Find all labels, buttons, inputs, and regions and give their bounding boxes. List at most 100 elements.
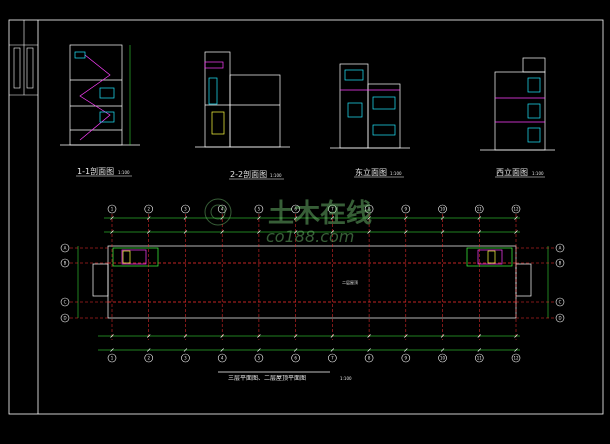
axis-bubble-right-A: A [516,243,565,253]
dim-tick [404,230,408,234]
axis-bubble-top-6: 6 [291,204,300,214]
dim-tick [367,334,371,338]
dim-tick [514,348,518,352]
watermark-brand: 土木在线 [268,199,372,229]
dim-tick [477,334,481,338]
axis-bubble-bottom-8: 8 [364,353,374,363]
axis-bubble-label: 10 [440,206,446,211]
dim-tick [293,216,298,220]
axis-bubble-label: 2 [147,206,150,211]
axis-bubble-label: B [64,260,67,265]
axis-bubble-bottom-12: 12 [511,353,521,363]
axis-bubble-label: 8 [368,206,371,211]
dim-tick [367,348,371,352]
east-elevation-title: 东立面图 [355,167,387,177]
watermark-url: co188.com [266,227,354,246]
dim-tick [477,348,481,352]
dim-tick [404,216,408,220]
dim-tick [110,230,114,234]
dim-tick [293,334,298,338]
axis-bubble-bottom-4: 4 [217,353,227,363]
plan-axis-lines [111,214,517,340]
axis-bubble-label: 7 [331,355,334,360]
dim-tick [220,334,224,338]
axis-bubble-left-C: C [60,297,108,307]
axis-bubble-top-11: 11 [474,204,484,214]
watermark: 土木在线 co188.com [204,198,372,246]
dim-tick [147,230,151,234]
east-elevation-drawing [330,63,410,149]
axis-bubble-top-3: 3 [181,204,190,214]
dim-tick [220,216,224,220]
dim-tick [330,216,335,220]
drawing-frame [8,19,604,415]
section-1-1-drawing [60,44,140,146]
dim-tick [147,334,151,338]
axis-bubble-label: 6 [294,355,297,360]
axis-bubble-bottom-7: 7 [328,353,337,363]
axis-bubble-top-2: 2 [144,204,154,214]
section-1-1-title: 1-1剖面图 [77,166,114,176]
axis-bubble-label: 8 [368,355,371,360]
axis-bubble-label: 10 [440,355,446,360]
dim-tick [257,334,261,338]
axis-bubble-bottom-10: 10 [438,353,447,363]
dim-tick [404,348,408,352]
axis-bubble-label: 3 [184,206,187,211]
dim-tick [330,230,335,234]
axis-bubble-label: 5 [258,206,261,211]
axis-bubble-label: D [63,315,66,320]
axis-bubble-label: 6 [294,206,297,211]
axis-bubble-top-12: 12 [511,204,521,214]
axis-bubble-label: 12 [513,206,519,211]
dim-tick [440,334,445,338]
dim-tick [110,334,114,338]
dim-tick [330,334,335,338]
dim-tick [514,230,518,234]
dim-tick [183,348,188,352]
axis-bubble-bottom-1: 1 [107,353,117,363]
axis-bubble-label: 7 [331,206,334,211]
axis-bubble-left-D: D [60,313,108,323]
dim-tick [257,230,261,234]
dim-tick [110,216,114,220]
axis-bubble-label: 9 [405,355,408,360]
axis-bubble-top-9: 9 [401,204,411,214]
dim-tick [147,348,151,352]
title-strip [9,20,38,96]
axis-bubble-label: 4 [221,355,224,360]
dim-tick [293,348,298,352]
axis-bubble-top-8: 8 [364,204,374,214]
axis-bubble-label: 9 [405,206,408,211]
dim-tick [330,348,335,352]
dim-tick [257,216,261,220]
axis-bubble-label: A [559,245,562,250]
axis-bubble-left-B: B [60,258,108,268]
axis-bubble-label: 11 [477,206,483,211]
axis-bubble-label: 3 [184,355,187,360]
plan-scale: 1:100 [340,376,352,381]
axis-bubble-right-B: B [516,258,565,268]
section-2-2-scale: 1:100 [270,173,282,178]
dim-tick [183,216,188,220]
axis-bubble-top-1: 1 [107,204,117,214]
dim-tick [440,348,445,352]
axis-bubble-label: C [64,299,67,304]
axis-bubble-label: B [559,260,562,265]
dim-tick [440,230,445,234]
west-elevation-drawing [480,57,555,151]
section-2-2-drawing [195,51,290,148]
dim-tick [440,216,445,220]
room-label: 二层屋顶 [342,279,358,285]
axis-bubble-top-7: 7 [328,204,337,214]
axis-bubble-bottom-6: 6 [291,353,300,363]
axis-bubble-bottom-11: 11 [474,353,484,363]
axis-bubble-label: C [559,299,562,304]
dim-tick [404,334,408,338]
axis-bubble-top-4: 4 [217,204,227,214]
east-elevation-scale: 1:100 [390,171,402,176]
